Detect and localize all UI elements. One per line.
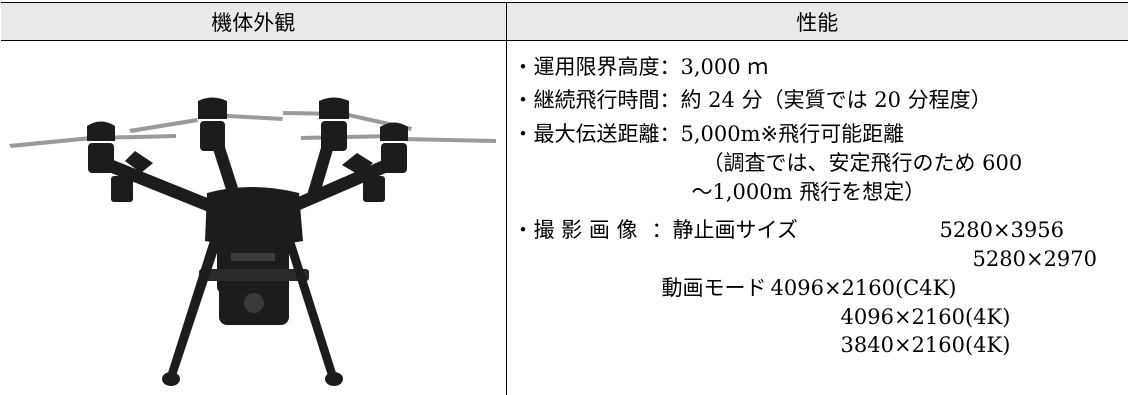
- spec-flight-time-value: ：約 24 分（実質では 20 分程度）: [660, 88, 992, 112]
- spec-range-note-2: ～1,000m 飛行を想定）: [692, 180, 926, 204]
- content-row: ・運用限界高度：3,000 ｍ ・継続飛行時間：約 24 分（実質では 20 分…: [1, 41, 1128, 395]
- spec-image: ・撮 影 画 像 ：静止画サイズ: [513, 218, 798, 242]
- spec-flight-time: ・継続飛行時間：約 24 分（実質では 20 分程度）: [513, 88, 992, 112]
- spec-altitude-value: ：3,000 ｍ: [660, 55, 769, 79]
- spec-video-size-3: 3840×2160(4K): [841, 333, 1011, 357]
- spec-range-label: ・最大伝送距離: [513, 122, 660, 146]
- spec-image-colon: ：: [652, 218, 673, 242]
- spec-video-label: 動画モード: [662, 276, 767, 300]
- drone-icon: [9, 98, 496, 387]
- spec-flight-time-label: ・継続飛行時間: [513, 88, 660, 112]
- header-exterior: 機体外観: [1, 3, 506, 41]
- spec-altitude-label: ・運用限界高度: [513, 55, 660, 79]
- spec-altitude: ・運用限界高度：3,000 ｍ: [513, 55, 769, 79]
- spec-video-size-1: 4096×2160(C4K): [771, 276, 957, 300]
- spec-still-size-1: 5280×3956: [940, 218, 1064, 242]
- spec-range-note-1: （調査では、安定飛行のため 600: [703, 151, 1023, 175]
- spec-image-label: ・撮 影 画 像: [513, 218, 638, 242]
- exterior-cell: [1, 41, 506, 395]
- spec-range-value: ：5,000m※飛行可能距離: [660, 122, 905, 146]
- drone-image: [1, 41, 506, 395]
- header-row: 機体外観 性能: [1, 3, 1128, 41]
- spec-still-size-2: 5280×2970: [973, 247, 1097, 271]
- header-performance: 性能: [506, 3, 1128, 41]
- performance-cell: ・運用限界高度：3,000 ｍ ・継続飛行時間：約 24 分（実質では 20 分…: [506, 41, 1128, 395]
- spec-video-size-2: 4096×2160(4K): [841, 305, 1011, 329]
- spec-still-label: 静止画サイズ: [673, 218, 798, 242]
- spec-range: ・最大伝送距離：5,000m※飛行可能距離: [513, 122, 905, 146]
- performance-list: ・運用限界高度：3,000 ｍ ・継続飛行時間：約 24 分（実質では 20 分…: [507, 41, 1129, 395]
